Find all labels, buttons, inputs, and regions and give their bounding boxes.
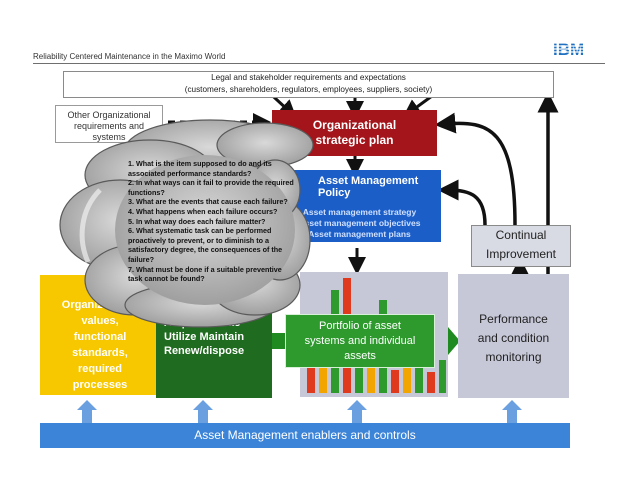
rcm-question-5: 5. In what way does each failure matter? [128,216,266,226]
performance-monitoring-box: Performance and condition monitoring [458,274,569,398]
enabler-arrow [77,400,97,423]
header-divider [33,63,605,64]
performance-line-3: monitoring [485,350,542,364]
other-org-line-2: requirements and [73,121,145,131]
portfolio-box: Portfolio of asset systems and individua… [285,314,435,368]
lifecycle-line-2: Utilize Maintain [164,331,245,343]
rcm-questions-list: 1. What is the item supposed to do and i… [128,159,296,284]
asset-bar [319,368,327,393]
performance-line-1: Performance [479,312,548,326]
enabler-arrow [502,400,522,423]
performance-line-2: and condition [477,331,550,345]
stakeholder-requirements-box: Legal and stakeholder requirements and e… [63,71,554,98]
continual-improvement-box: Continual Improvement [471,225,571,267]
arrow-continual-to-plan [434,112,517,226]
policy-item-strategy: Asset management strategy [302,207,417,217]
portfolio-line-3: assets [344,350,376,362]
stakeholder-line-2: (customers, shareholders, regulators, em… [184,85,433,94]
enabler-arrow [347,400,367,423]
portfolio-line-2: systems and individual [304,335,416,347]
lifecycle-line-3: Renew/dispose [164,345,245,357]
portfolio-line-1: Portfolio of asset [319,320,401,332]
asset-bar [415,366,423,393]
org-values-line-3: functional [73,331,127,343]
ibm-logo: IBM [553,40,595,58]
rcm-question-6: 6. What systematic task can be performed… [128,226,283,264]
policy-item-objectives: Asset management objectives [298,218,421,228]
continual-line-1: Continual [495,228,547,242]
rcm-cloud [59,119,314,328]
arrow-stakeholder-to-plan-3 [402,94,433,118]
asset-bar [403,362,411,393]
asset-bar [355,368,363,393]
org-values-line-5: required [77,363,122,375]
enabler-arrow [193,400,213,423]
enablers-bar: Asset Management enablers and controls [40,423,570,448]
rcm-question-4: 4. What happens when each failure occurs… [128,206,278,216]
strategic-plan-line-1: Organizational [312,118,397,132]
header-title: Reliability Centered Maintenance in the … [33,52,226,61]
org-values-line-2: values, [81,315,119,327]
org-values-line-6: processes [72,379,128,391]
rcm-question-7: 7. What must be done if a suitable preve… [128,264,282,284]
policy-title: Asset Management Policy [318,175,419,199]
continual-line-2: Improvement [485,247,557,261]
stakeholder-line-1: Legal and stakeholder requirements and e… [211,73,406,82]
arrow-continual-to-policy [437,179,487,226]
rcm-question-1: 1. What is the item supposed to do and i… [128,159,272,178]
other-org-line-3: systems [92,132,126,142]
org-values-line-4: standards, [72,347,128,359]
other-org-line-1: Other Organizational [67,110,151,120]
cloud-arrow-left [79,188,102,264]
rcm-question-3: 3. What are the events that cause each f… [128,197,288,207]
asset-bar [439,360,446,393]
asset-bar [367,360,375,393]
strategic-plan-line-2: strategic plan [315,133,394,147]
asset-bar [391,370,399,393]
asset-bar [307,365,315,393]
asset-bar [427,372,435,393]
policy-item-plans: Asset management plans [308,229,411,239]
rcm-question-2: 2. In what ways can it fail to provide t… [128,178,294,197]
